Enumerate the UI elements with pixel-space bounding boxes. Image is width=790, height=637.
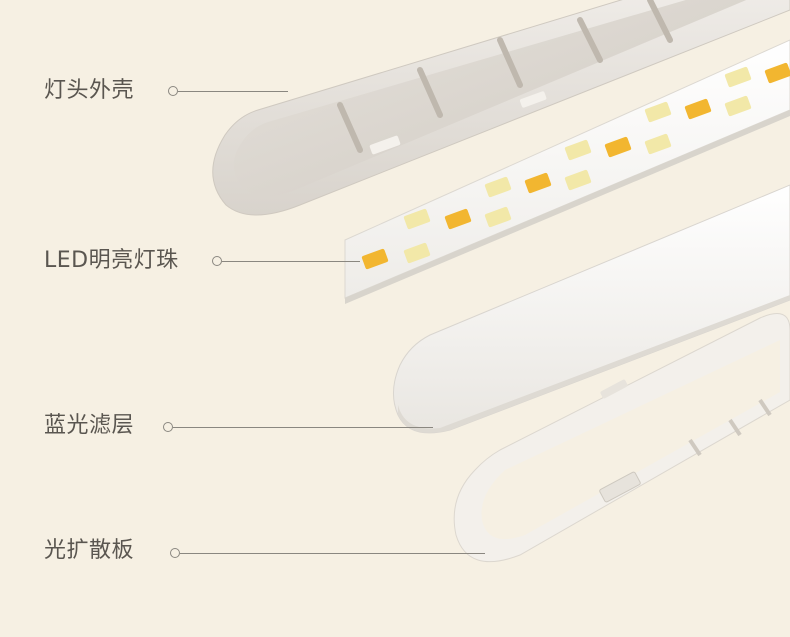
callout-line-led (222, 261, 360, 262)
label-lamp-shell: 灯头外壳 (44, 80, 134, 102)
label-diffuser-plate: 光扩散板 (44, 540, 134, 562)
callout-dot-shell-icon (168, 86, 178, 96)
label-blue-filter: 蓝光滤层 (44, 415, 134, 437)
callout-dot-diffuser-icon (170, 548, 180, 558)
label-led-beads: LED明亮灯珠 (44, 250, 179, 272)
callout-line-diffuser (180, 553, 485, 554)
callout-dot-led-icon (212, 256, 222, 266)
callout-line-filter (173, 427, 433, 428)
callout-dot-filter-icon (163, 422, 173, 432)
callout-line-shell (178, 91, 288, 92)
